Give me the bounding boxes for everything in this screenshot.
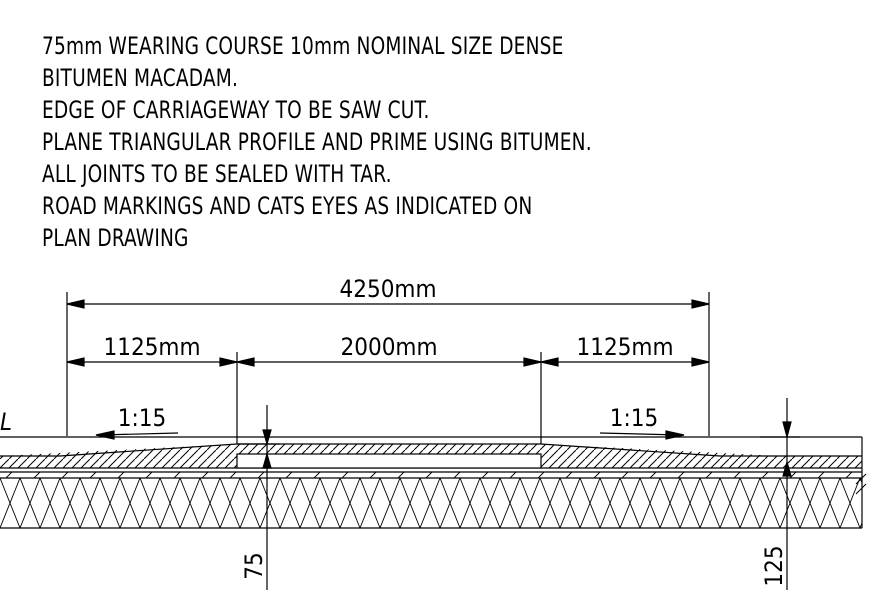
note-line: EDGE OF CARRIAGEWAY TO BE SAW CUT.: [42, 96, 430, 124]
slope-label-left: 1:15: [118, 404, 166, 432]
arrowhead-icon: [540, 357, 559, 367]
left-dimension-label: 1125mm: [103, 333, 200, 361]
slope-arrow-left: [95, 430, 179, 440]
note-line: ALL JOINTS TO BE SEALED WITH TAR.: [42, 160, 392, 188]
depth-dimension-right: [760, 398, 800, 590]
central-inset-panel: [236, 453, 542, 469]
sub-dimensions: [66, 352, 710, 444]
edge-label: L: [0, 408, 12, 436]
arrowhead-icon: [691, 299, 710, 309]
right-dimension-label: 1125mm: [576, 333, 673, 361]
depth-dimension-left: [237, 405, 280, 590]
note-line: 75mm WEARING COURSE 10mm NOMINAL SIZE DE…: [42, 32, 564, 60]
arrowhead-icon: [236, 357, 255, 367]
arrowhead-icon: [523, 357, 542, 367]
note-line: ROAD MARKINGS AND CATS EYES AS INDICATED…: [42, 192, 533, 220]
slope-arrow-right: [599, 430, 685, 440]
slope-label-right: 1:15: [610, 404, 658, 432]
depth-label-right: 125: [760, 545, 788, 586]
overall-dimension-label: 4250mm: [339, 275, 436, 303]
overall-dimension: [66, 292, 710, 436]
note-line: PLANE TRIANGULAR PROFILE AND PRIME USING…: [42, 128, 592, 156]
construction-notes: 75mm WEARING COURSE 10mm NOMINAL SIZE DE…: [42, 30, 681, 254]
pavement-layers: [0, 436, 867, 529]
note-line: PLAN DRAWING: [42, 224, 189, 252]
centre-dimension-label: 2000mm: [340, 333, 437, 361]
arrowhead-icon: [66, 357, 85, 367]
depth-label-left: 75: [240, 552, 268, 579]
arrowhead-icon: [691, 357, 710, 367]
arrowhead-icon: [66, 299, 85, 309]
arrowhead-icon: [219, 357, 238, 367]
note-line: BITUMEN MACADAM.: [42, 64, 239, 92]
